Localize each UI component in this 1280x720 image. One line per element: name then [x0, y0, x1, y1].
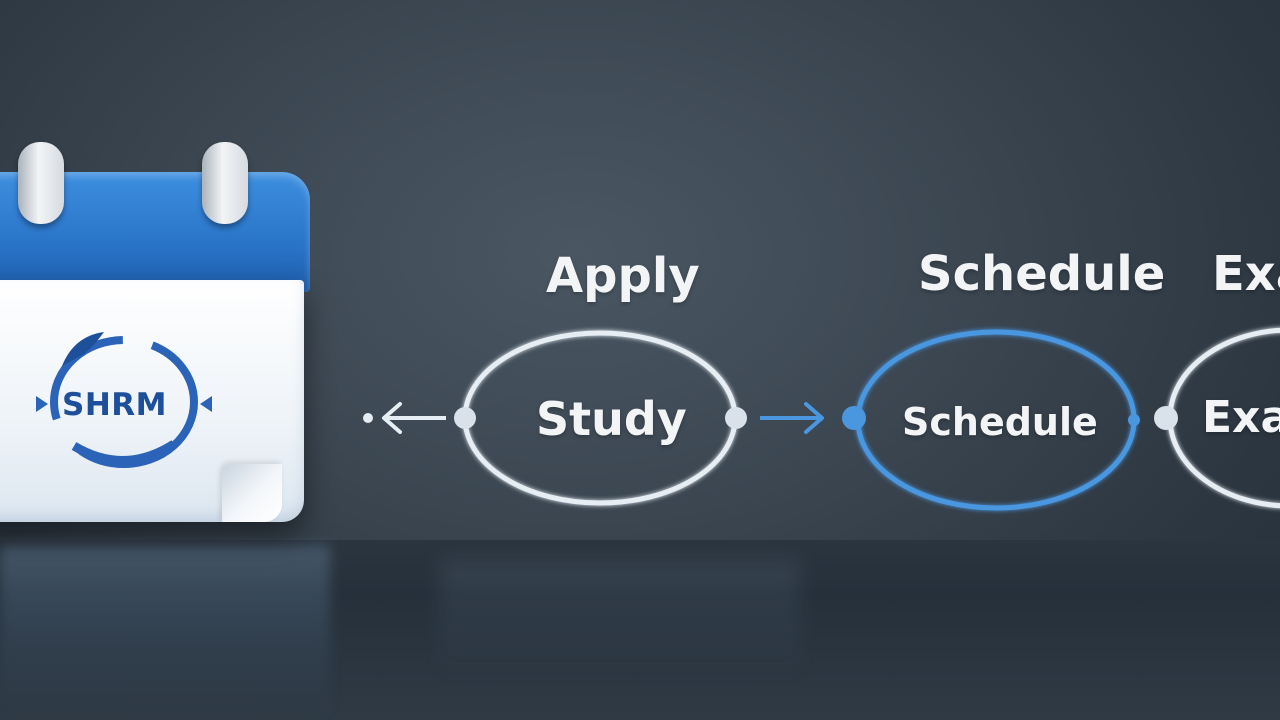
node-connector-left — [454, 407, 476, 429]
logo-arrow-left — [36, 396, 48, 412]
node-connector-left — [842, 406, 866, 430]
shrm-logo — [36, 332, 212, 468]
node-connector-right — [725, 407, 747, 429]
schedule-node — [842, 329, 1140, 511]
apply-heading: Apply — [546, 248, 700, 304]
exam-label: Exa — [1202, 392, 1280, 443]
arrow-right-icon — [760, 402, 824, 434]
study-label: Study — [536, 392, 687, 446]
logo-swoosh-bottom — [71, 440, 177, 465]
page-curl — [222, 464, 282, 522]
exam-node — [1154, 327, 1280, 509]
floor — [0, 540, 1280, 720]
schedule-label: Schedule — [902, 400, 1098, 444]
exam-heading: Exa — [1212, 246, 1280, 302]
calendar-ring-right — [202, 142, 248, 224]
logo-text: SHRM — [62, 387, 167, 423]
schedule-heading: Schedule — [918, 246, 1166, 302]
arrow-left-icon — [363, 402, 446, 434]
calendar-reflection — [0, 545, 330, 720]
node-connector-left — [1154, 406, 1178, 430]
calendar-ring-left — [18, 142, 64, 224]
logo-figure — [62, 332, 104, 366]
node-reflection — [440, 560, 800, 680]
node-connector-right — [1128, 414, 1140, 426]
logo-arrow-right — [200, 396, 212, 412]
study-node — [454, 330, 747, 506]
